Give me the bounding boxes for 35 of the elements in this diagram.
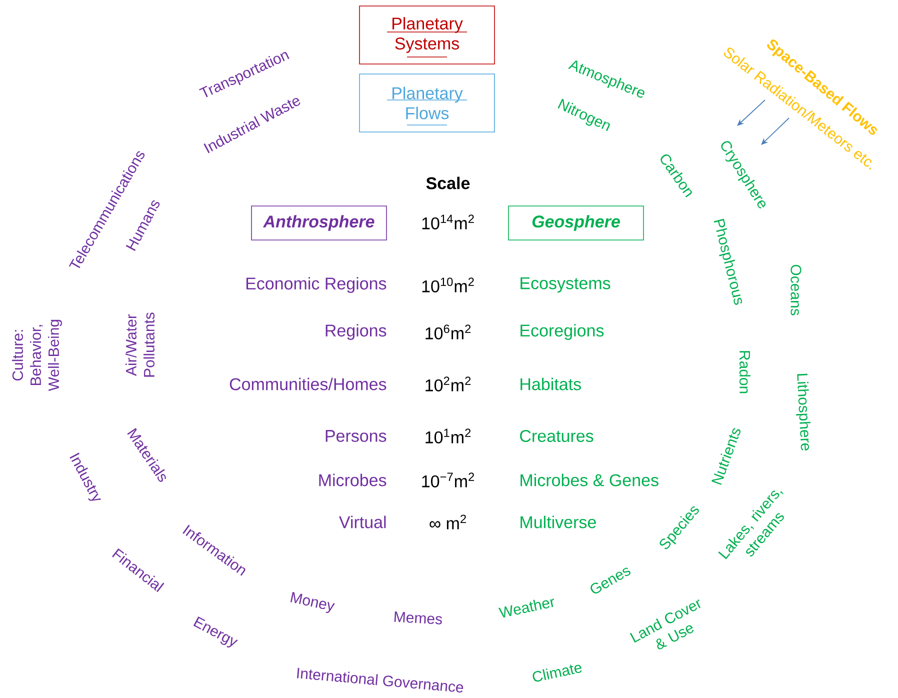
arrow bbox=[737, 100, 766, 126]
scale-value: 10$^{6}$m$^{2}$ bbox=[426, 324, 471, 340]
term-label: Memes bbox=[394, 612, 442, 624]
scale-value: 10$^{2}$m$^{2}$ bbox=[426, 376, 471, 392]
term-label: Economic Regions bbox=[246, 277, 386, 293]
term-label: Lithosphere bbox=[796, 374, 811, 450]
term-label: Air/Water Pollutants bbox=[126, 312, 154, 377]
term-label: Culture: Behavior, Well-Being bbox=[12, 320, 62, 392]
term-label: Oceans bbox=[790, 264, 802, 316]
term-label: Radon bbox=[740, 351, 750, 394]
term-label: Ecosystems bbox=[520, 277, 610, 293]
term-label: Weather bbox=[498, 598, 554, 618]
scale-value: 10$^{−7}$m$^{2}$ bbox=[422, 472, 474, 488]
term-label: Ecoregions bbox=[520, 324, 604, 340]
term-label: Multiverse bbox=[520, 516, 596, 528]
term-label: Microbes bbox=[319, 474, 386, 486]
arrow bbox=[761, 118, 790, 145]
term-label: Money bbox=[290, 592, 335, 614]
term-label: Creatures bbox=[520, 430, 594, 442]
term-label: Climate bbox=[532, 664, 582, 682]
term-label: Microbes & Genes bbox=[520, 474, 658, 486]
term-label: Communities/Homes bbox=[230, 378, 386, 390]
term-label: Land Cover & Use bbox=[630, 599, 701, 650]
term-label: International Governance bbox=[297, 668, 464, 692]
column-heading: Scale bbox=[426, 176, 470, 190]
link-box: Planetary Systems bbox=[359, 6, 495, 64]
scale-value: 10$^{1}$m$^{2}$ bbox=[426, 428, 471, 444]
term-label: Regions bbox=[326, 324, 386, 340]
scale-value: 10$^{14}$m$^{2}$ bbox=[422, 214, 474, 230]
term-label: Habitats bbox=[520, 378, 581, 390]
scale-value: 10$^{10}$m$^{2}$ bbox=[422, 278, 474, 292]
term-label: Persons bbox=[326, 430, 386, 442]
term-label: Virtual bbox=[339, 516, 386, 528]
scale-value: ∞ m$^{2}$ bbox=[430, 514, 466, 530]
link-box: Planetary Flows bbox=[359, 74, 495, 132]
